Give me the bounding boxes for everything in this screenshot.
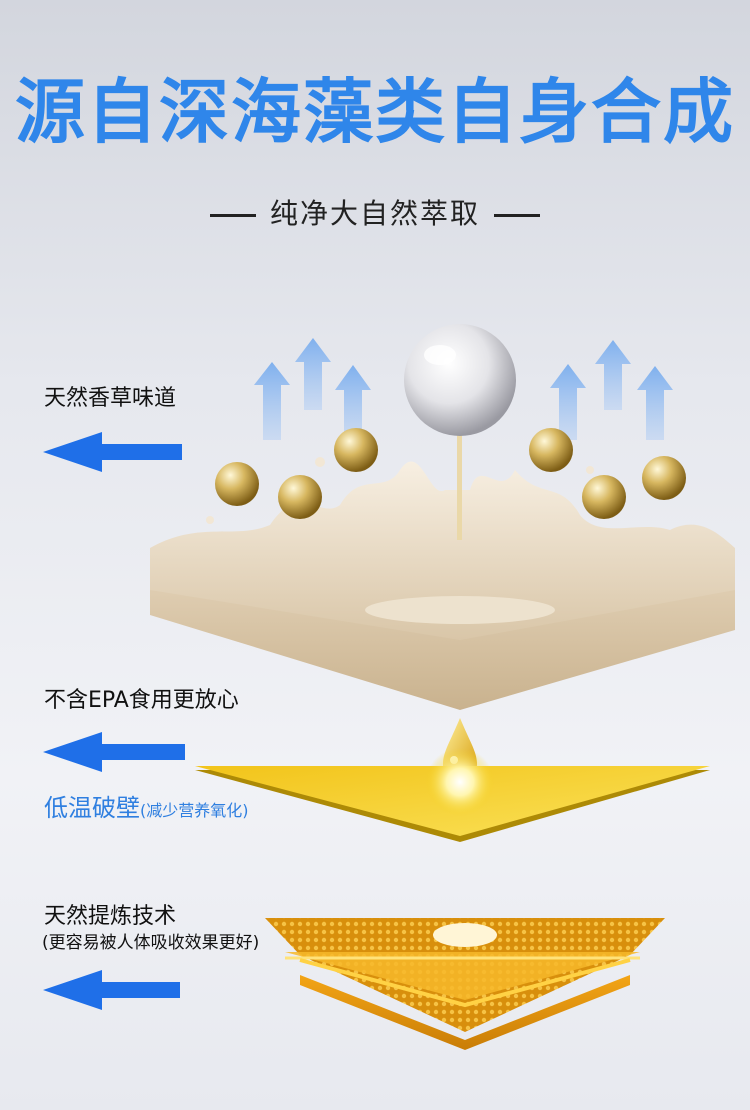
subtitle: 纯净大自然萃取	[0, 194, 750, 234]
feature-label-no-epa: 不含EPA食用更放心	[44, 688, 239, 713]
subtitle-text: 纯净大自然萃取	[269, 197, 480, 230]
left-dash	[209, 213, 256, 217]
page-title: 源自深海藻类自身合成	[15, 71, 735, 153]
feature-label-extraction: 天然提炼技术	[44, 904, 177, 929]
up-arrow-icon	[254, 338, 371, 440]
up-arrow-icon	[550, 340, 673, 440]
feature-label-low-temp: 低温破壁(减少营养氧化)	[44, 792, 249, 827]
gold-bead-icon	[215, 428, 686, 519]
mesh-layer	[265, 918, 665, 1050]
left-arrow-icon	[43, 432, 185, 1010]
low-temp-note: (减少营养氧化)	[140, 801, 249, 820]
feature-note-extraction: (更容易被人体吸收效果更好)	[42, 933, 260, 953]
feature-label-vanilla: 天然香草味道	[44, 386, 177, 411]
right-dash	[494, 213, 540, 217]
low-temp-title: 低温破壁	[44, 794, 140, 822]
gold-layer	[195, 748, 710, 842]
pearl-icon	[404, 324, 516, 436]
